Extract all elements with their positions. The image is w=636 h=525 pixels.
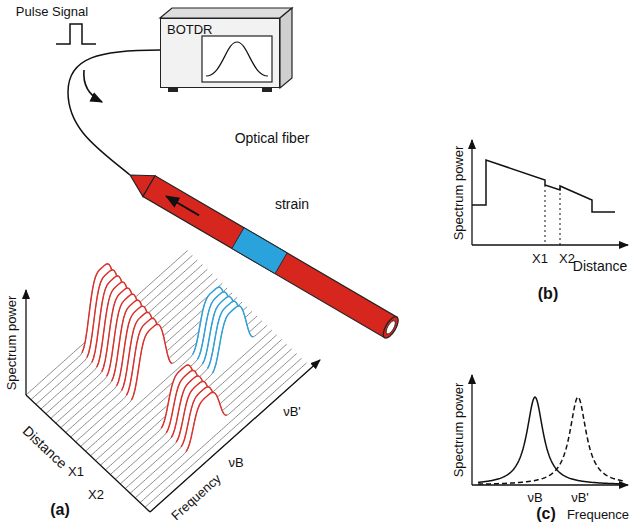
fiber-lead — [68, 50, 160, 175]
spectrum-3d-plot — [26, 251, 320, 512]
pulse-symbol — [56, 24, 96, 44]
device-front — [160, 18, 280, 88]
axis-label: X1 — [68, 465, 84, 478]
axis-label: νB' — [571, 491, 589, 504]
axis-label: Spectrum power — [452, 383, 465, 478]
axis-label: Frequence — [567, 508, 629, 521]
direction-arrow — [84, 70, 102, 102]
axis-label: Optical fiber — [235, 131, 310, 145]
axis-label: Distance — [573, 259, 627, 273]
axis-label: νB — [527, 491, 542, 504]
device-top — [160, 8, 292, 18]
frequency-plot — [472, 375, 628, 485]
axis-label: strain — [275, 197, 309, 211]
panel-label: (b) — [538, 286, 558, 302]
axis-label: X2 — [559, 252, 575, 265]
panel-label: (c) — [536, 506, 556, 522]
device-foot — [168, 88, 178, 92]
device-side — [280, 8, 292, 88]
fiber-tube — [124, 165, 401, 341]
axis-label: Distance — [20, 423, 69, 470]
axis-label: Spectrum power — [5, 296, 18, 391]
axis-label: νB' — [283, 405, 301, 418]
axis-label: νB — [228, 456, 243, 469]
axis-label: X2 — [88, 488, 104, 501]
device-box: BOTDR — [160, 18, 280, 88]
device-label: BOTDR — [167, 22, 273, 37]
axis-label: Pulse Signal — [16, 5, 88, 18]
device-screen — [202, 36, 272, 82]
distance-plot — [472, 140, 628, 245]
device-foot — [262, 88, 272, 92]
axis-label: X1 — [532, 252, 548, 265]
panel-label: (a) — [50, 502, 70, 518]
screen-curve — [206, 42, 268, 76]
axis-label: Spectrum power — [452, 146, 465, 241]
